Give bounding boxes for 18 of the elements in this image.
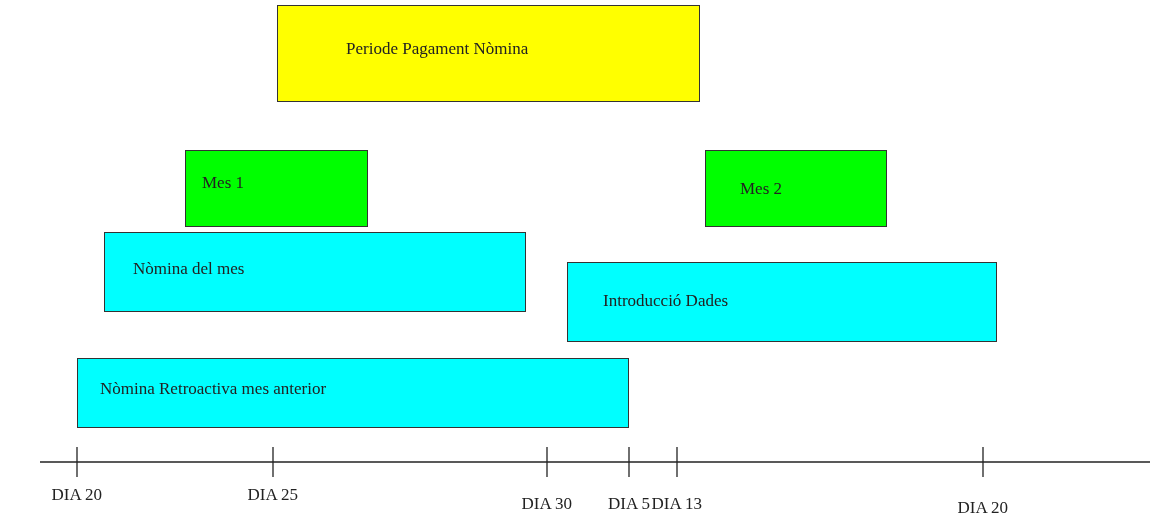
- day-label: DIA 25: [247, 485, 299, 505]
- day-label: DIA 5: [608, 494, 651, 514]
- day-label: DIA 30: [521, 494, 573, 514]
- box-label: Periode Pagament Nòmina: [346, 39, 529, 59]
- period-box: [567, 262, 997, 342]
- day-label: DIA 13: [651, 494, 703, 514]
- month-box: [705, 150, 887, 227]
- box-label: Nòmina del mes: [133, 259, 245, 279]
- period-box: [77, 358, 629, 428]
- box-label: Introducció Dades: [603, 291, 729, 311]
- day-label: DIA 20: [51, 485, 103, 505]
- box-label: Mes 1: [202, 173, 245, 193]
- day-label: DIA 20: [957, 498, 1009, 518]
- title-box: [277, 5, 700, 102]
- box-label: Mes 2: [740, 179, 783, 199]
- month-box: [185, 150, 368, 227]
- box-label: Nòmina Retroactiva mes anterior: [100, 379, 327, 399]
- period-box: [104, 232, 526, 312]
